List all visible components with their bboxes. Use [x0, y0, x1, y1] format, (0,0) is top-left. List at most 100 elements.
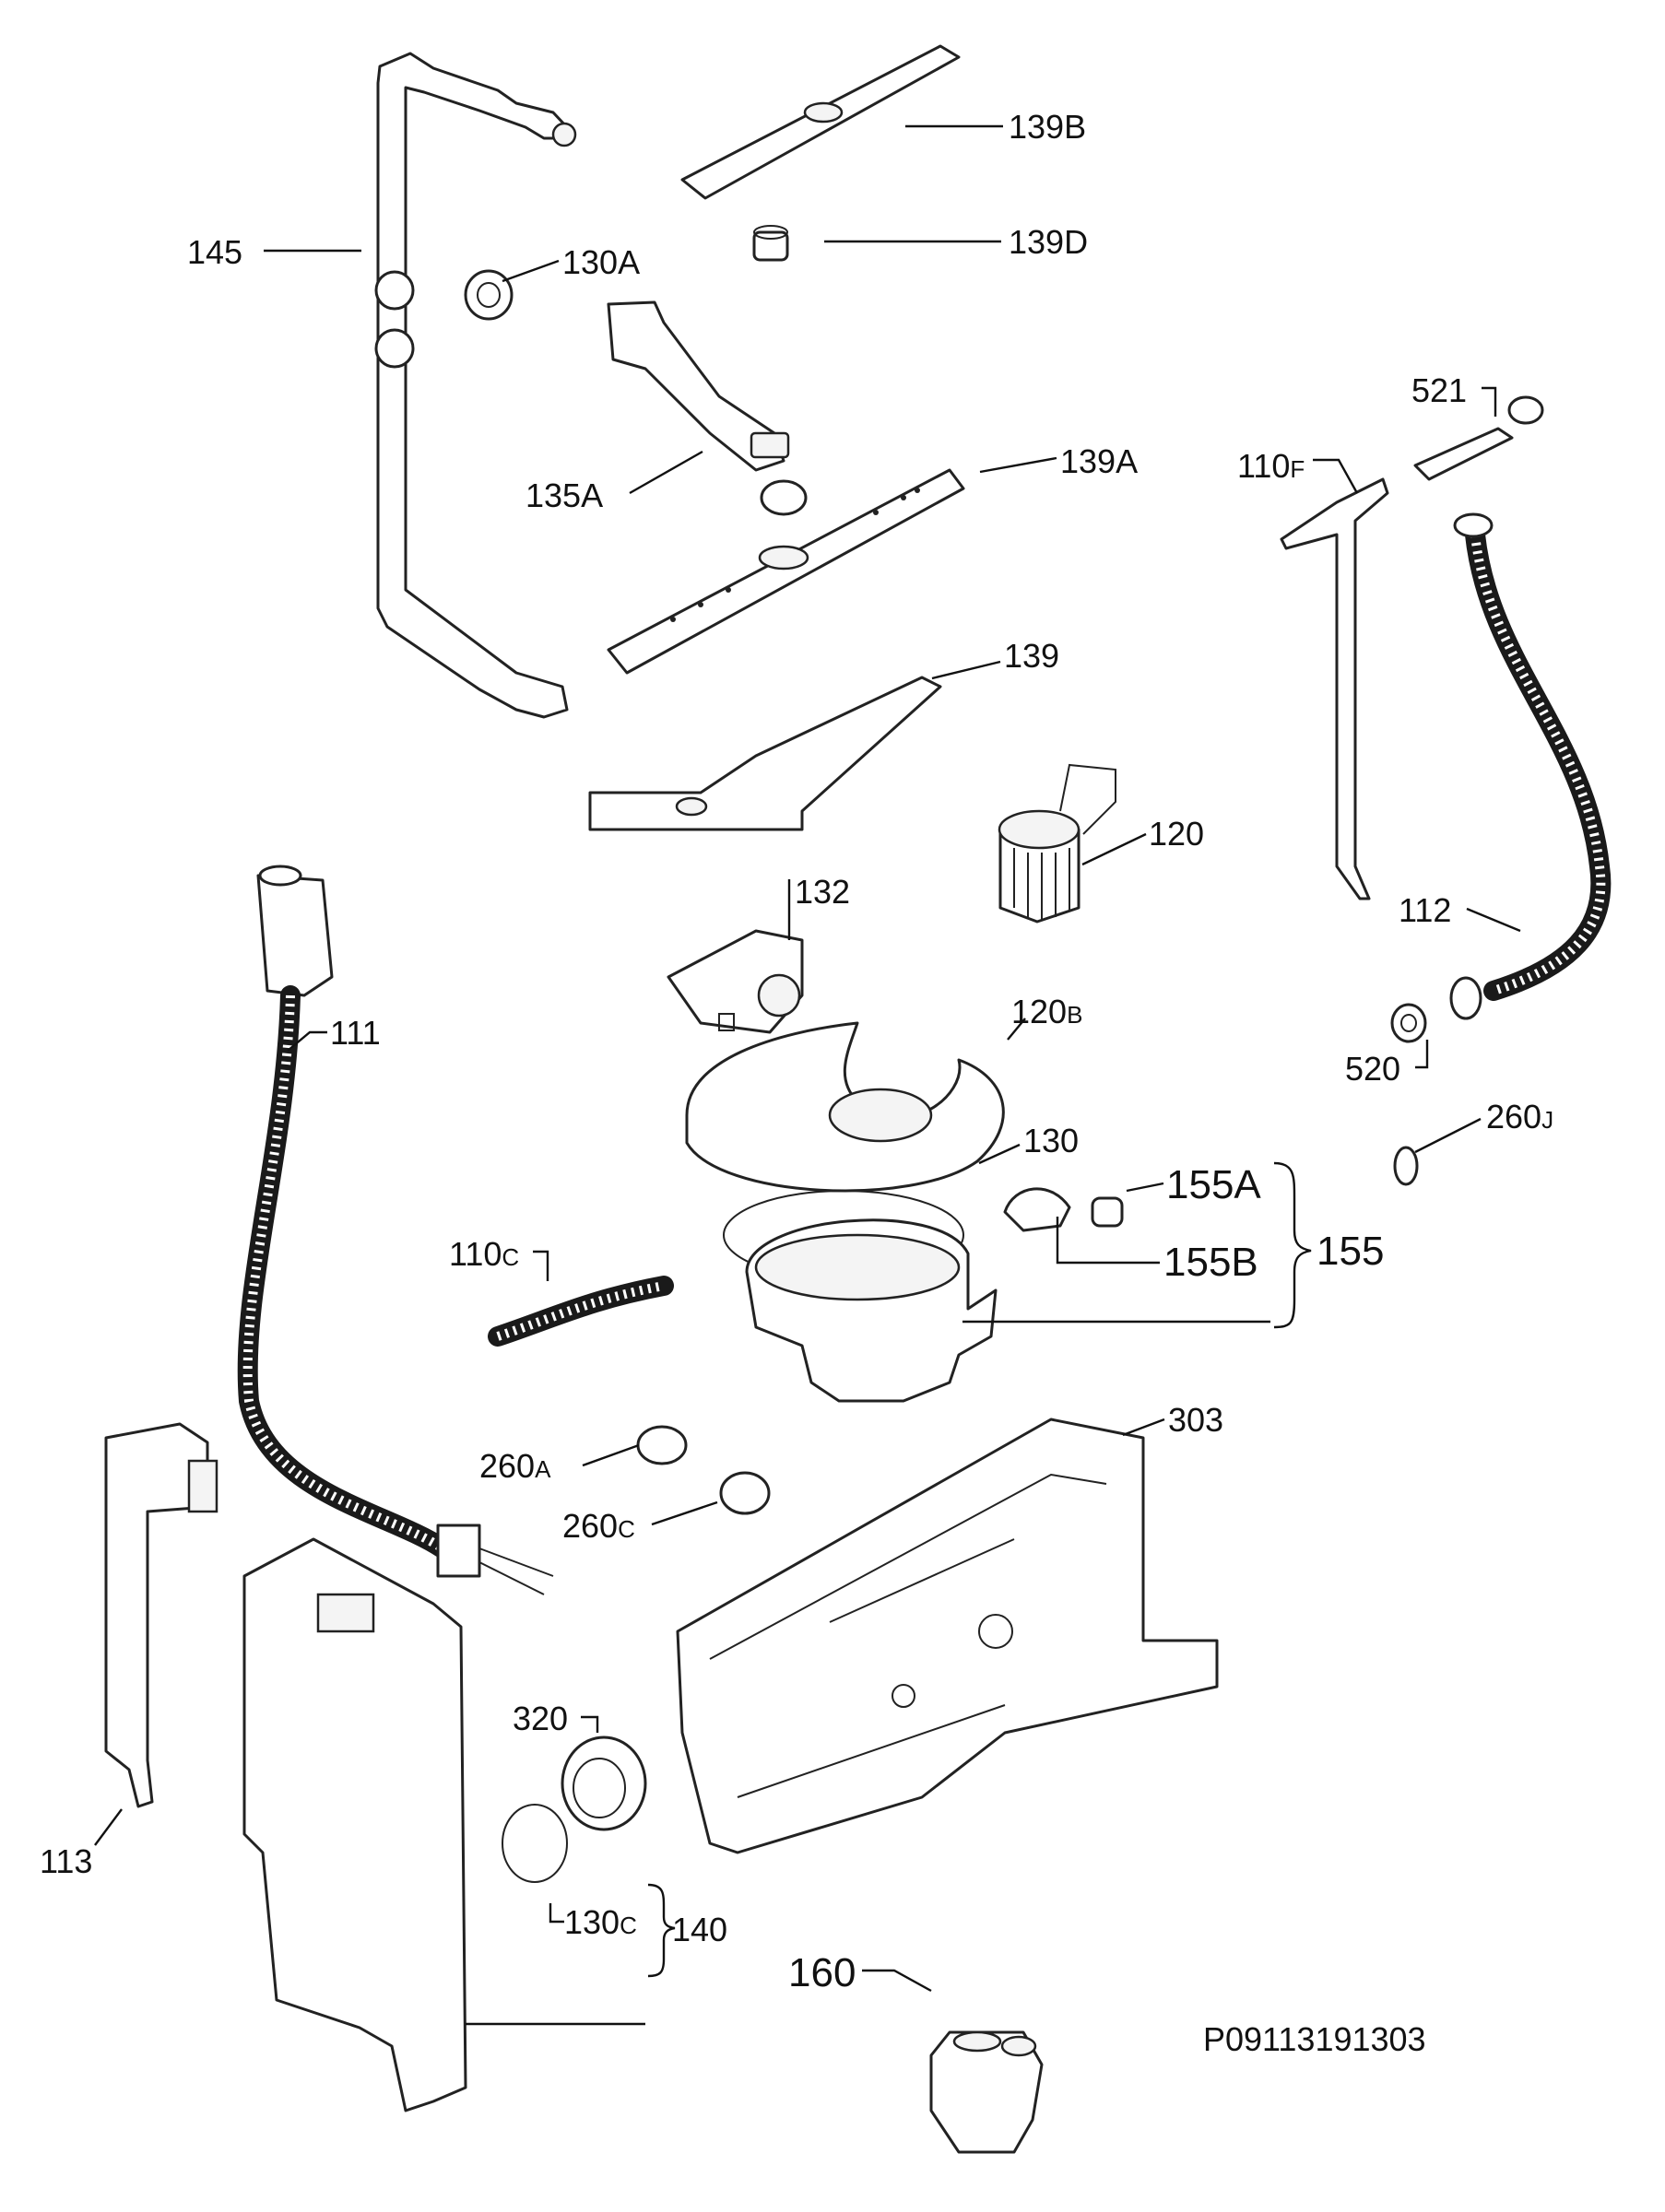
leader-130c — [549, 1903, 564, 1924]
label-132: 132 — [795, 873, 850, 911]
part-110c-hose — [488, 1276, 674, 1347]
label-155a: 155A — [1166, 1162, 1261, 1207]
leader-139a — [979, 456, 1057, 474]
label-130c: 130C — [564, 1903, 637, 1941]
label-111: 111 — [330, 1014, 381, 1052]
label-160: 160 — [788, 1950, 856, 1995]
part-155b-cover — [1003, 1187, 1071, 1232]
callout-labels: 145 130A 139B 139D 135A 139A 521 110F 13… — [40, 108, 1553, 2058]
label-135a: 135A — [525, 477, 603, 514]
leader-120 — [1081, 832, 1147, 866]
part-320-seal — [561, 1735, 647, 1831]
label-110f-main: 110 — [1237, 447, 1290, 485]
label-113: 113 — [40, 1842, 92, 1880]
leader-110c — [533, 1250, 549, 1281]
leader-113 — [94, 1808, 123, 1846]
label-110c-main: 110 — [449, 1235, 502, 1273]
part-130a-seal — [464, 269, 514, 321]
part-140-side-panel — [242, 1537, 467, 2112]
leader-155a — [1126, 1182, 1164, 1193]
label-155: 155 — [1317, 1229, 1384, 1274]
part-139-lower-spray-arm — [588, 676, 942, 831]
part-111-hose — [237, 865, 554, 1595]
label-110c: 110C — [449, 1235, 519, 1273]
leader-112 — [1466, 907, 1521, 933]
leader-135a — [629, 450, 703, 495]
label-260j-sub: J — [1541, 1106, 1553, 1134]
diagram-code: P09113191303 — [1203, 2020, 1426, 2058]
leader-130a — [502, 259, 560, 283]
leader-110f — [1313, 458, 1359, 494]
label-139d: 139D — [1009, 223, 1088, 261]
label-260a-main: 260 — [479, 1447, 535, 1485]
leader-155b — [1056, 1217, 1160, 1265]
label-260c-sub: C — [618, 1515, 635, 1543]
part-139a-spray-arm — [607, 468, 965, 675]
part-303-base-frame — [676, 1418, 1219, 1854]
leader-260c — [651, 1500, 718, 1526]
label-130a: 130A — [562, 243, 640, 281]
leader-111 — [287, 1030, 327, 1052]
part-160-pump — [929, 2030, 1044, 2154]
label-260j-main: 260 — [1486, 1098, 1541, 1135]
part-130c-ring — [502, 1804, 568, 1883]
label-130c-sub: C — [620, 1912, 637, 1939]
part-135a-arm-holder — [607, 300, 808, 516]
label-521: 521 — [1411, 371, 1467, 409]
part-113-tube — [104, 1422, 218, 1808]
label-145: 145 — [187, 233, 242, 271]
label-155b: 155B — [1163, 1240, 1258, 1285]
leader-303 — [1122, 1418, 1165, 1437]
part-260a-clamp — [636, 1425, 688, 1465]
brace-155 — [1273, 1161, 1312, 1329]
label-260c-main: 260 — [562, 1507, 618, 1545]
label-260c: 260C — [562, 1507, 635, 1545]
part-521-clip — [1413, 395, 1544, 481]
part-145-supply-pipe — [374, 52, 577, 719]
leader-260a — [582, 1443, 640, 1467]
label-260a-sub: A — [535, 1455, 551, 1483]
leader-520 — [1415, 1040, 1429, 1069]
label-520: 520 — [1345, 1050, 1400, 1088]
part-520-connector — [1390, 1003, 1427, 1043]
leader-160 — [862, 1969, 932, 1993]
label-140: 140 — [672, 1911, 727, 1948]
label-112: 112 — [1399, 891, 1451, 929]
leader-130 — [978, 1143, 1021, 1165]
part-260j-clamp — [1393, 1146, 1419, 1186]
leader-139 — [931, 660, 1001, 680]
part-112-drain-hose — [1449, 512, 1612, 1020]
label-120b-sub: B — [1067, 1001, 1082, 1029]
part-132-sensor — [667, 929, 804, 1034]
label-120b: 120B — [1011, 993, 1082, 1030]
braces — [647, 1161, 1312, 1978]
leader-lines — [94, 124, 1521, 2026]
leader-521 — [1482, 386, 1497, 417]
label-320: 320 — [513, 1700, 568, 1737]
label-120: 120 — [1149, 815, 1204, 853]
leader-120b — [1007, 1018, 1026, 1041]
label-110c-sub: C — [502, 1243, 519, 1271]
label-130c-main: 130 — [564, 1903, 620, 1941]
part-120b-micro-filter — [685, 1021, 1005, 1193]
leader-260j — [1414, 1117, 1482, 1154]
part-139d-nozzle — [752, 225, 789, 262]
part-sump-housing — [745, 1218, 998, 1403]
part-120-filter — [998, 763, 1116, 924]
part-139b-upper-spray-arm — [680, 44, 961, 200]
label-303: 303 — [1168, 1401, 1223, 1439]
brace-140 — [647, 1883, 676, 1978]
label-260a: 260A — [479, 1447, 551, 1485]
label-110f: 110F — [1237, 447, 1305, 485]
part-110f-hose — [1280, 477, 1389, 900]
label-139: 139 — [1004, 637, 1059, 675]
leader-320 — [581, 1715, 599, 1733]
part-260c-clamp — [719, 1471, 771, 1515]
part-155a-nozzle — [1091, 1196, 1124, 1228]
label-260j: 260J — [1486, 1098, 1553, 1135]
label-120b-main: 120 — [1011, 993, 1067, 1030]
label-139a: 139A — [1060, 442, 1138, 480]
label-130: 130 — [1023, 1122, 1079, 1159]
label-139b: 139B — [1009, 108, 1086, 146]
